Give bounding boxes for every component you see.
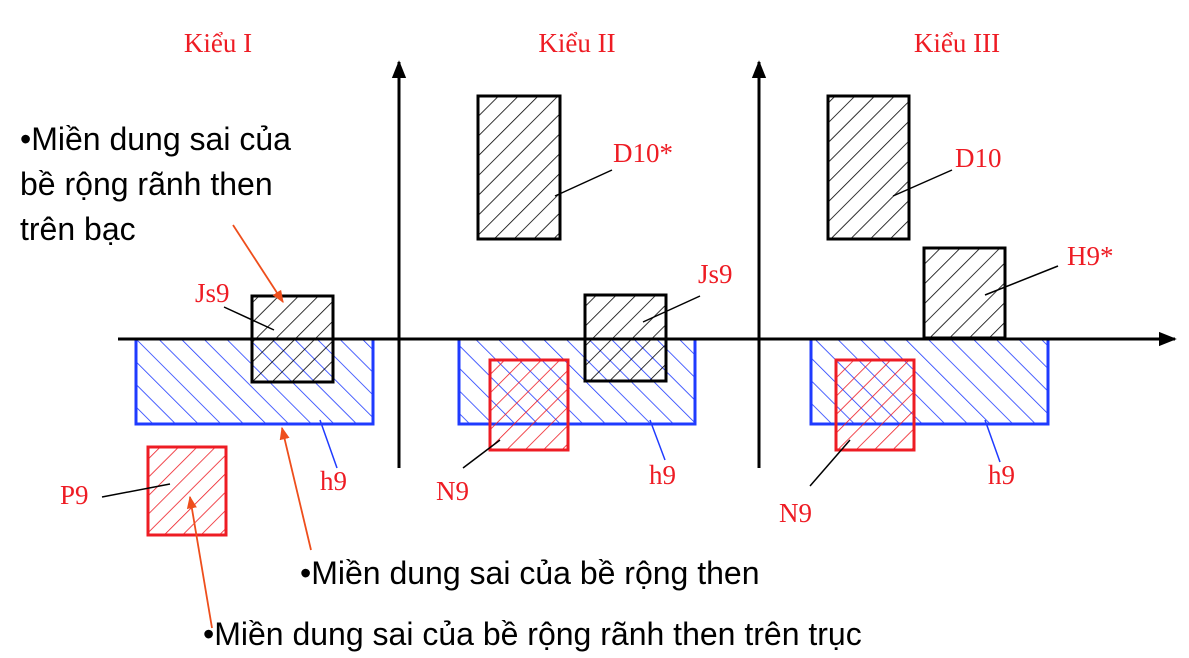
leader-h9-type3 — [984, 419, 1001, 463]
label-n9-type3: N9 — [779, 498, 812, 528]
note-hub-keyway-line3: trên bạc — [20, 211, 136, 247]
leader-h9-type2 — [649, 419, 666, 461]
note-key-width: •Miền dung sai của bề rộng then — [300, 555, 760, 591]
label-n9-type2: N9 — [436, 476, 469, 506]
label-h9-type1: h9 — [320, 466, 347, 496]
shaft-zone-n9-type2 — [488, 358, 570, 452]
leader-h9-type1 — [319, 419, 338, 469]
arrow-shaft-keyway — [186, 495, 213, 629]
label-js9-type1: Js9 — [195, 278, 230, 308]
label-h9-type2: h9 — [649, 460, 676, 490]
leader-d10 — [892, 169, 953, 197]
note-hub-keyway-line2: bề rộng rãnh then — [20, 166, 273, 202]
label-d10: D10 — [955, 143, 1002, 173]
arrow-hub-keyway — [232, 224, 284, 304]
leader-h9-star — [984, 265, 1059, 296]
hub-zone-h9-type3 — [922, 246, 1007, 340]
leader-d10-star — [554, 169, 613, 197]
hub-zone-d10-type2 — [476, 94, 562, 241]
type-1-title: Kiểu I — [184, 28, 252, 58]
label-p9: P9 — [60, 480, 89, 510]
arrow-key-width — [279, 426, 312, 551]
hub-zone-js9-type1 — [250, 294, 335, 384]
label-js9-type2: Js9 — [698, 259, 733, 289]
shaft-zone-n9-type3 — [834, 358, 916, 452]
note-shaft-keyway: •Miền dung sai của bề rộng rãnh then trê… — [203, 616, 862, 652]
shaft-zone-p9 — [146, 445, 228, 537]
type-2-title: Kiểu II — [538, 28, 615, 58]
label-d10-star: D10* — [613, 138, 673, 168]
leader-n9-type3 — [809, 439, 851, 487]
hub-zone-d10-type3 — [826, 94, 911, 241]
hub-zone-js9-type2 — [583, 293, 668, 383]
note-hub-keyway-line1: •Miền dung sai của — [20, 121, 291, 157]
type-3-title: Kiểu III — [914, 28, 1000, 58]
leader-p9 — [101, 483, 171, 498]
leader-js9-type2 — [642, 295, 701, 323]
label-h9-star: H9* — [1067, 241, 1114, 271]
leader-n9-type2 — [462, 439, 501, 469]
label-h9-type3: h9 — [988, 460, 1015, 490]
leader-js9-type1 — [223, 306, 275, 331]
